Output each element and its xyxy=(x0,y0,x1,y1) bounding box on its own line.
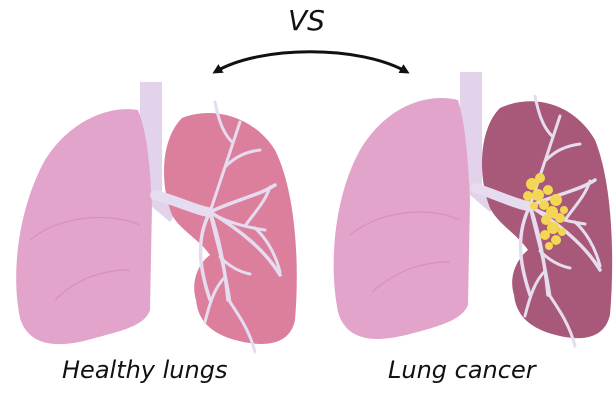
lung-cancer-caption: Lung cancer xyxy=(388,356,536,384)
cancer-lungs-illustration xyxy=(334,72,613,346)
healthy-left-lung xyxy=(16,109,152,344)
comparison-label: VS xyxy=(288,4,325,37)
cancer-left-lung xyxy=(334,98,470,339)
double-headed-curved-arrow-icon xyxy=(215,52,407,72)
healthy-lungs-illustration xyxy=(16,82,297,352)
healthy-lungs-caption: Healthy lungs xyxy=(62,356,227,384)
